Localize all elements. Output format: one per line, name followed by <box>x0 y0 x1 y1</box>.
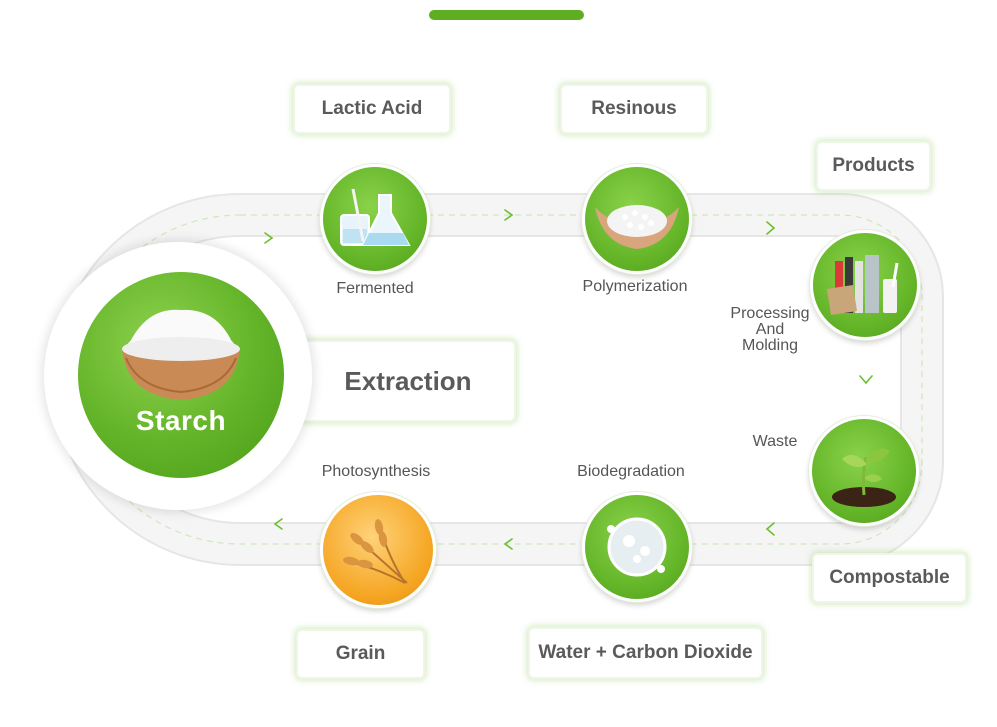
water-carbon-dioxide-box: Water + Carbon Dioxide <box>528 627 763 679</box>
biodegradation-node <box>582 492 692 602</box>
polymerization-node <box>582 164 692 274</box>
starch-node <box>78 272 284 478</box>
grain-box: Grain <box>296 629 425 679</box>
processing-label: Processing And Molding <box>730 305 810 354</box>
starch-title: Starch <box>135 405 227 436</box>
fermented-node <box>320 164 430 274</box>
products-box: Products <box>816 141 931 191</box>
top-accent-bar <box>429 10 584 20</box>
lab-glassware-icon <box>340 188 411 246</box>
polymerization-label: Polymerization <box>582 278 688 295</box>
starch-bowl-icon <box>122 309 240 400</box>
resinous-box: Resinous <box>560 84 708 134</box>
plastic-products-icon <box>827 255 899 315</box>
photosynthesis-node <box>320 492 436 608</box>
loop-arrow <box>859 375 873 385</box>
loop-arrow <box>264 232 274 244</box>
loop-arrow <box>766 221 776 235</box>
photosynthesis-label: Photosynthesis <box>321 463 431 480</box>
compostable-box: Compostable <box>812 553 967 603</box>
biodegradation-label: Biodegradation <box>577 463 685 480</box>
waste-label: Waste <box>752 433 798 450</box>
waste-node <box>809 416 919 526</box>
water-drops-icon <box>607 517 667 577</box>
seedling-in-soil-icon <box>832 448 896 507</box>
resin-pellets-in-hands-icon <box>595 205 679 249</box>
loop-arrow <box>503 538 513 550</box>
lactic-acid-box: Lactic Acid <box>293 84 451 134</box>
extraction-box: Extraction <box>300 340 516 422</box>
loop-arrow <box>504 209 514 221</box>
loop-arrow <box>765 522 775 536</box>
processing-node <box>810 230 920 340</box>
wheat-grain-icon <box>343 519 408 584</box>
loop-arrow <box>273 518 283 530</box>
fermented-label: Fermented <box>336 280 414 297</box>
